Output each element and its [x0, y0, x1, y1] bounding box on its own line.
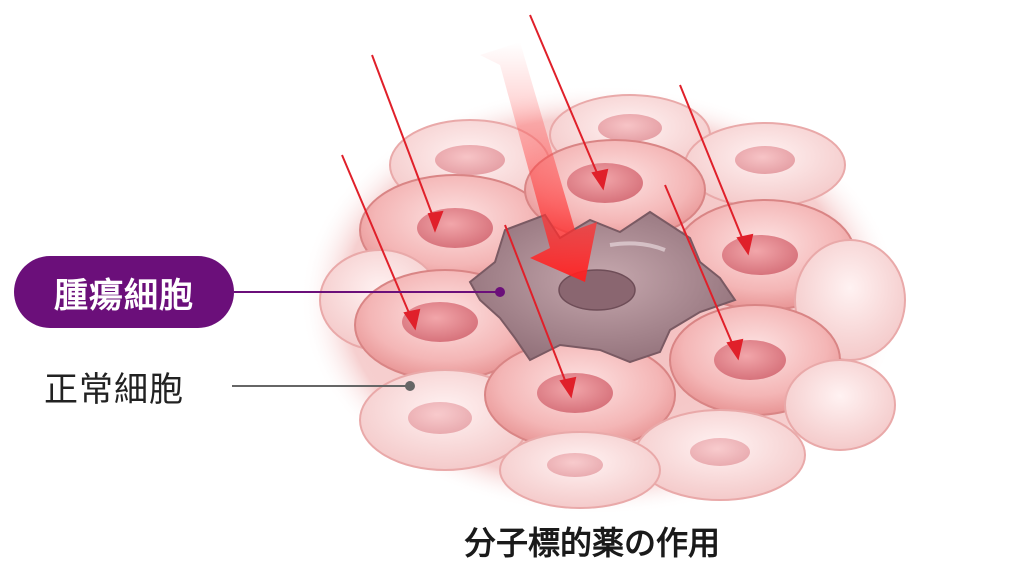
cell — [684, 122, 846, 208]
normal-cells — [319, 94, 906, 509]
tumor-cell-label: 腫瘍細胞 — [14, 256, 234, 328]
diagram-caption: 分子標的薬の作用 — [463, 524, 720, 562]
cell — [484, 339, 676, 451]
thin-red-arrow — [371, 54, 444, 233]
normal-pointer — [232, 381, 415, 391]
thin-red-arrow — [664, 184, 744, 361]
thin-red-arrow — [504, 224, 577, 399]
cell — [634, 409, 806, 501]
normal-cell-label: 正常細胞 — [44, 370, 184, 410]
cell — [784, 359, 896, 451]
large-red-arrow — [480, 42, 597, 282]
tumor-cell — [468, 210, 737, 364]
cell — [499, 431, 661, 509]
thin-red-arrow — [679, 84, 754, 256]
thin-red-arrow — [529, 14, 609, 191]
tumor-pointer — [234, 287, 505, 297]
tumor-nucleus — [558, 269, 636, 311]
